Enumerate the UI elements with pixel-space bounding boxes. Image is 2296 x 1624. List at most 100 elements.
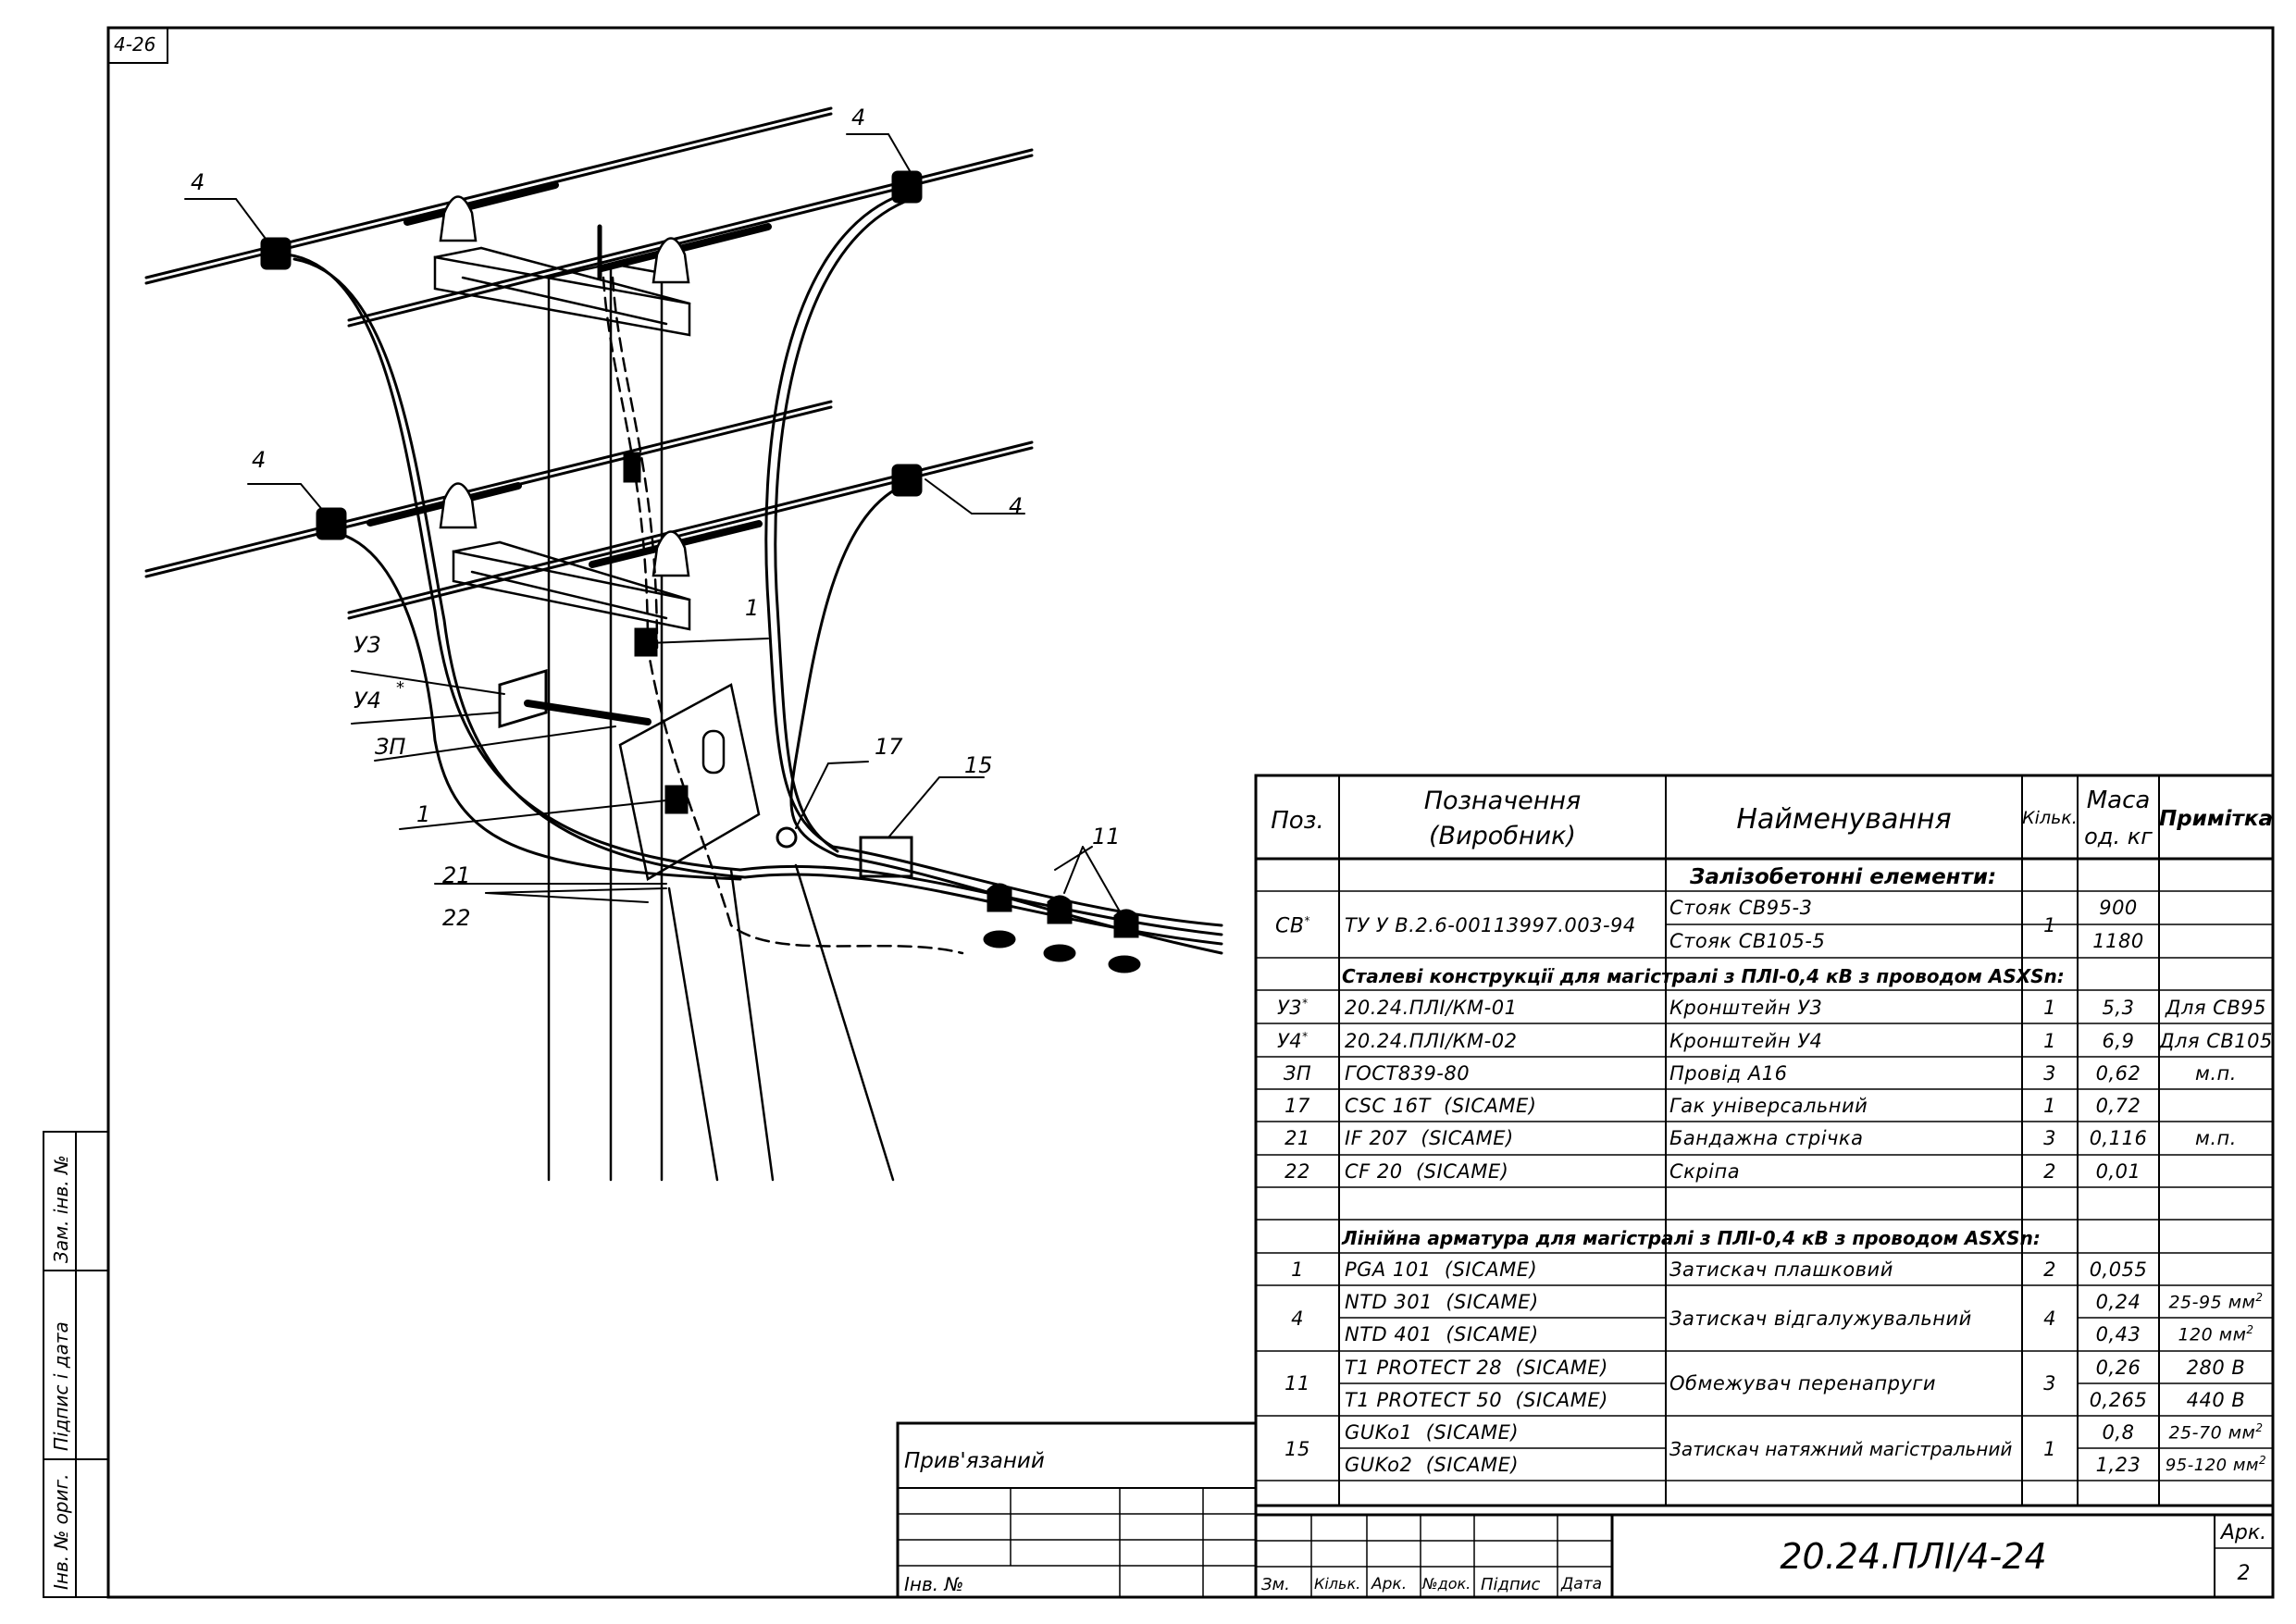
spec-1-qty: 2 bbox=[2043, 1258, 2056, 1281]
spec-15-note-1: 25-70 мм2 bbox=[2168, 1421, 2264, 1444]
spec-u3-qty: 1 bbox=[2043, 997, 2056, 1019]
spec-21-note: м.п. bbox=[2195, 1127, 2237, 1149]
side-stamp-replaced-inv: Зам. інв. № bbox=[50, 1155, 72, 1263]
spec-zp-designation: ГОСТ839-80 bbox=[1345, 1062, 1471, 1085]
spec-header-designation-2: (Виробник) bbox=[1429, 822, 1576, 850]
title-col-zm: Зм. bbox=[1261, 1575, 1290, 1594]
callout-17: 17 bbox=[875, 734, 903, 760]
spec-1-name: Затискач плашковий bbox=[1669, 1258, 1893, 1281]
callout-4-top-left: 4 bbox=[191, 169, 205, 195]
spec-header-pos: Поз. bbox=[1271, 807, 1324, 835]
spec-header-qty: Кільк. bbox=[2022, 808, 2078, 828]
surge-arresters bbox=[983, 883, 1141, 973]
lower-crossarm bbox=[452, 540, 691, 631]
spec-17-pos: 17 bbox=[1285, 1095, 1310, 1117]
spec-11-mass-2: 0,265 bbox=[2089, 1389, 2148, 1411]
title-sheet-number: 2 bbox=[2237, 1562, 2251, 1585]
spec-15-note-2: 95-120 мм2 bbox=[2165, 1454, 2267, 1475]
callout-4-top-right: 4 bbox=[851, 105, 866, 130]
spec-table-grid bbox=[1254, 774, 2275, 1507]
title-col-date: Дата bbox=[1561, 1575, 1603, 1593]
spec-11-qty: 3 bbox=[2043, 1372, 2056, 1395]
spec-u4-designation: 20.24.ПЛІ/КМ-02 bbox=[1345, 1030, 1518, 1052]
branch-clamps bbox=[260, 170, 923, 540]
spec-15-designation-2: GUKo2 (SICAME) bbox=[1345, 1454, 1520, 1476]
spec-11-note-1: 280 В bbox=[2186, 1357, 2246, 1379]
title-col-ark: Арк. bbox=[1371, 1575, 1408, 1593]
title-sheet-label: Арк. bbox=[2220, 1521, 2267, 1544]
spec-u3-pos: У3* bbox=[1277, 997, 1309, 1019]
callout-u4: У4 bbox=[354, 688, 381, 713]
spec-4-mass-1: 0,24 bbox=[2095, 1291, 2141, 1313]
spec-zp-mass: 0,62 bbox=[2095, 1062, 2141, 1085]
callout-4-mid-left: 4 bbox=[252, 447, 267, 473]
pole-lower-tilt bbox=[667, 863, 895, 1182]
spec-11-note-2: 440 В bbox=[2186, 1389, 2246, 1411]
spec-11-name: Обмежувач перенапруги bbox=[1669, 1372, 1937, 1395]
spec-header-mass-2: од. кг bbox=[2084, 824, 2153, 849]
side-stamp-inv-orig: Інв. № ориг. bbox=[50, 1473, 72, 1590]
spec-cv-mass-2: 1180 bbox=[2092, 930, 2144, 952]
callout-22: 22 bbox=[442, 905, 471, 931]
callout-u4-star: * bbox=[396, 678, 404, 698]
trunk-bundle bbox=[738, 845, 1223, 955]
spec-header-note: Примітка bbox=[2159, 807, 2273, 831]
spec-11-pos: 11 bbox=[1285, 1372, 1310, 1395]
spec-11-mass-1: 0,26 bbox=[2095, 1357, 2141, 1379]
callout-zp: ЗП bbox=[375, 734, 406, 760]
piercing-clamps bbox=[623, 452, 689, 814]
spec-4-mass-2: 0,43 bbox=[2095, 1323, 2141, 1345]
spec-u4-note: Для СВ105 bbox=[2159, 1030, 2273, 1052]
spec-17-qty: 1 bbox=[2043, 1095, 2056, 1117]
spec-header-mass-1: Маса bbox=[2086, 787, 2151, 814]
spec-u4-qty: 1 bbox=[2043, 1030, 2056, 1052]
spec-22-mass: 0,01 bbox=[2095, 1160, 2141, 1183]
spec-section-concrete: Залізобетонні елементи: bbox=[1690, 865, 1997, 889]
spec-4-qty: 4 bbox=[2043, 1308, 2056, 1330]
spec-4-note-2: 120 мм2 bbox=[2178, 1323, 2254, 1345]
spec-1-designation: PGA 101 (SICAME) bbox=[1345, 1258, 1538, 1281]
spec-cv-designation: ТУ У В.2.6-00113997.003-94 bbox=[1345, 914, 1636, 936]
spec-21-mass: 0,116 bbox=[2089, 1127, 2148, 1149]
spec-cv-name-2: Стояк СВ105-5 bbox=[1669, 930, 1826, 952]
callout-1-upper: 1 bbox=[745, 595, 760, 621]
spec-17-name: Гак універсальний bbox=[1669, 1095, 1868, 1117]
spec-1-mass: 0,055 bbox=[2089, 1258, 2148, 1281]
spec-cv-pos: СВ* bbox=[1275, 914, 1310, 938]
spec-11-designation-1: T1 PROTECT 28 (SICAME) bbox=[1345, 1357, 1608, 1379]
callout-11: 11 bbox=[1092, 824, 1121, 849]
spec-17-designation: CSC 16T (SICAME) bbox=[1345, 1095, 1537, 1117]
spec-zp-name: Провід А16 bbox=[1669, 1062, 1788, 1085]
spec-cv-qty: 1 bbox=[2043, 914, 2056, 936]
spec-4-designation-1: NTD 301 (SICAME) bbox=[1345, 1291, 1539, 1313]
spec-11-designation-2: T1 PROTECT 50 (SICAME) bbox=[1345, 1389, 1608, 1411]
spec-21-name: Бандажна стрічка bbox=[1669, 1127, 1864, 1149]
mounting-plate bbox=[618, 683, 761, 881]
spec-22-designation: CF 20 (SICAME) bbox=[1345, 1160, 1509, 1183]
spec-zp-note: м.п. bbox=[2195, 1062, 2237, 1085]
spec-u4-mass: 6,9 bbox=[2102, 1030, 2135, 1052]
callout-u3: У3 bbox=[354, 632, 381, 658]
spec-u3-designation: 20.24.ПЛІ/КМ-01 bbox=[1345, 997, 1518, 1019]
spec-u3-note: Для СВ95 bbox=[2166, 997, 2266, 1019]
lower-conductors bbox=[144, 400, 1034, 620]
spec-21-qty: 3 bbox=[2043, 1127, 2056, 1149]
spec-4-note-1: 25-95 мм2 bbox=[2168, 1291, 2264, 1313]
upper-crossarm bbox=[433, 246, 691, 337]
upper-conductors bbox=[144, 106, 1034, 328]
spec-4-pos: 4 bbox=[1291, 1308, 1304, 1330]
bracket-u3-u4 bbox=[498, 668, 652, 729]
corner-code-box bbox=[107, 27, 168, 64]
callout-21: 21 bbox=[442, 862, 471, 888]
spec-21-pos: 21 bbox=[1285, 1127, 1310, 1149]
spec-22-qty: 2 bbox=[2043, 1160, 2056, 1183]
title-block-grid bbox=[896, 1421, 2275, 1599]
side-stamp-signature-date: Підпис і дата bbox=[50, 1321, 72, 1451]
spec-header-designation-1: Позначення bbox=[1423, 787, 1582, 815]
spec-4-name: Затискач відгалужувальний bbox=[1669, 1308, 1972, 1330]
spec-1-pos: 1 bbox=[1291, 1258, 1304, 1281]
insulators bbox=[439, 195, 690, 577]
spec-21-designation: IF 207 (SICAME) bbox=[1345, 1127, 1514, 1149]
spec-cv-name-1: Стояк СВ95-3 bbox=[1669, 897, 1813, 919]
spec-section-steel: Сталеві конструкції для магістралі з ПЛІ… bbox=[1342, 965, 2065, 987]
